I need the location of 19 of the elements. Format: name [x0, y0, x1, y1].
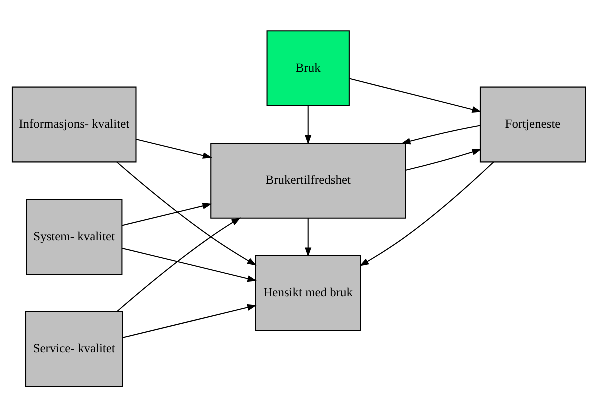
node-box: Informasjons- kvalitet	[12, 86, 137, 163]
arrow	[116, 218, 242, 312]
arrow	[122, 248, 258, 282]
arrow	[401, 125, 480, 145]
arrow	[122, 202, 212, 226]
arrow	[406, 149, 482, 172]
node-box: Hensikt med bruk	[255, 255, 362, 332]
node-box: Bruk	[266, 30, 350, 107]
node-box: Brukertilfredshet	[210, 142, 406, 219]
arrow	[136, 139, 212, 159]
arrow	[116, 162, 257, 266]
arrow	[305, 106, 312, 145]
node-box: Fortjeneste	[480, 86, 586, 163]
node-box: Service- kvalitet	[25, 311, 124, 388]
node-box: System- kvalitet	[26, 199, 123, 276]
arrow	[350, 78, 482, 113]
arrow	[305, 218, 312, 258]
arrow	[360, 162, 494, 266]
arrow	[122, 304, 257, 338]
